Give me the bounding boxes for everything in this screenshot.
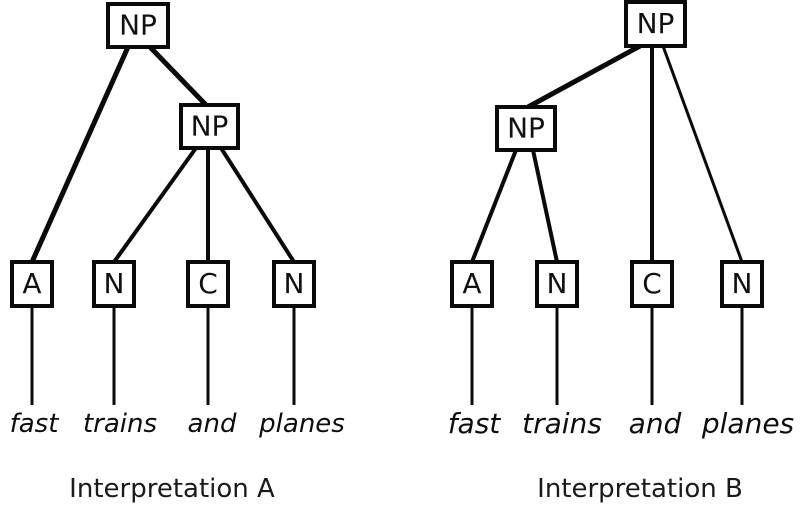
node-box-a-n2[interactable] (272, 260, 316, 308)
node-label-a-n2: N (284, 267, 305, 300)
node-box-a-root[interactable] (106, 2, 170, 49)
node-box-a-conj[interactable] (186, 260, 230, 308)
node-label-a-n1: N (104, 267, 125, 300)
node-box-a-n1[interactable] (92, 260, 136, 308)
node-label-a-np2: NP (191, 110, 229, 143)
word-interpretation-a-0: fast (10, 409, 60, 439)
word-interpretation-b-2: and (629, 407, 682, 440)
node-box-b-adj[interactable] (450, 260, 494, 308)
word-interpretation-b-3: planes (701, 407, 794, 440)
node-label-b-np2: NP (507, 112, 545, 145)
node-label-b-n1: N (547, 267, 568, 300)
node-box-a-np2[interactable] (179, 103, 240, 150)
word-interpretation-a-3: planes (258, 409, 345, 439)
node-label-b-n2: N (732, 267, 753, 300)
edge-b-np2-to-b-n1 (531, 149, 559, 263)
word-interpretation-b-0: fast (448, 407, 502, 440)
node-label-a-conj: C (198, 267, 218, 300)
node-box-a-adj[interactable] (10, 260, 54, 308)
edge-a-root-to-a-adj (29, 45, 131, 264)
edge-a-np2-to-a-n2 (219, 146, 296, 264)
word-interpretation-a-1: trains (83, 409, 157, 439)
node-label-b-adj: A (462, 267, 481, 300)
node-label-b-root: NP (637, 7, 675, 40)
edge-a-np2-to-a-n1 (112, 146, 198, 264)
node-box-b-n2[interactable] (720, 260, 764, 308)
caption-interpretation-b: Interpretation B (537, 474, 743, 504)
word-interpretation-b-1: trains (522, 407, 602, 440)
edge-b-root-to-b-np2 (526, 43, 642, 110)
node-box-b-np2[interactable] (495, 105, 557, 152)
caption-interpretation-a: Interpretation A (69, 474, 275, 504)
node-label-a-root: NP (119, 9, 157, 42)
edge-b-np2-to-b-adj (470, 149, 518, 263)
node-box-b-conj[interactable] (630, 260, 674, 308)
edge-b-root-to-b-n2 (661, 45, 744, 263)
edge-a-root-to-a-np2 (148, 45, 208, 107)
node-label-a-adj: A (22, 267, 41, 300)
node-box-b-root[interactable] (624, 0, 687, 48)
node-label-b-conj: C (642, 267, 662, 300)
node-box-b-n1[interactable] (535, 260, 579, 308)
word-interpretation-a-2: and (188, 409, 237, 439)
